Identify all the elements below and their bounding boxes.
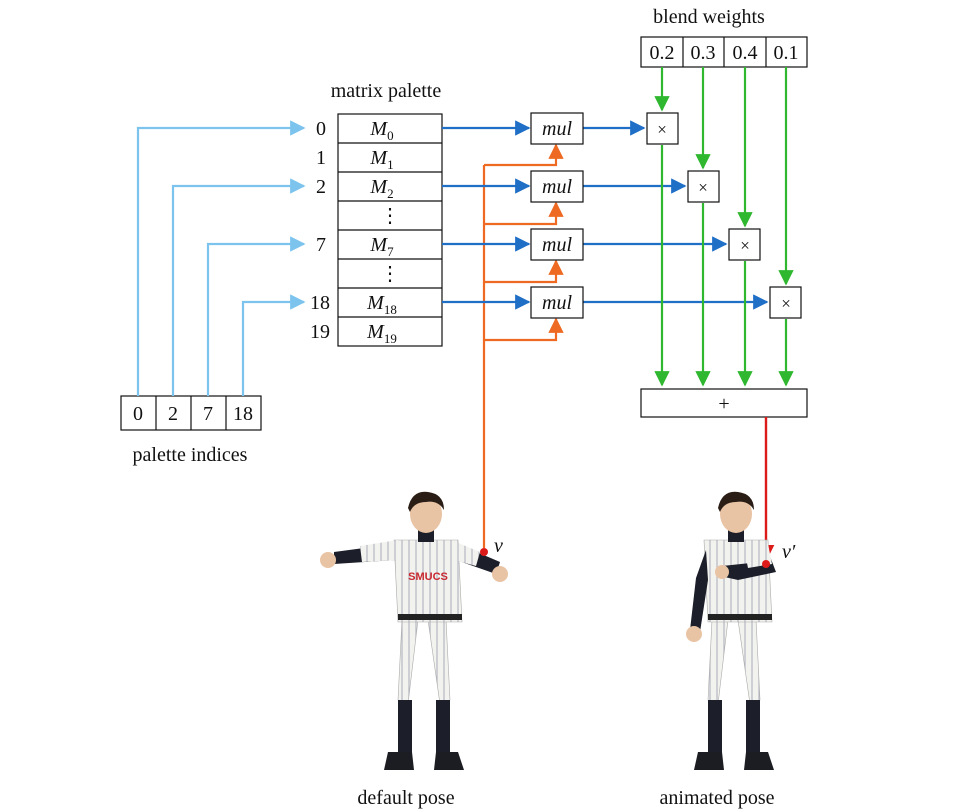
palette-indices-table: 0 2 7 18	[120, 395, 262, 431]
blend-weight-cell: 0.3	[691, 42, 716, 64]
sum-box: +	[640, 388, 808, 418]
baseball-player-tpose-figure: SMUCS	[320, 491, 508, 770]
vertex-arrow-mul-0	[484, 143, 564, 167]
mul-box: mul	[530, 170, 584, 203]
times-box: ×	[769, 286, 802, 319]
palette-matrix-label: M18	[366, 292, 397, 317]
vertex-prime-label: v′	[782, 541, 796, 563]
vertex-label: v	[494, 535, 503, 557]
index-arrow-7	[206, 236, 306, 396]
vertex-arrow-mul-2	[484, 201, 564, 226]
times-box: ×	[646, 112, 679, 145]
palette-index-cell: 18	[233, 403, 253, 425]
blend-weights-title: blend weights	[653, 6, 765, 28]
default-pose-label: default pose	[357, 787, 454, 809]
palette-ellipsis: ⋮	[380, 205, 400, 227]
svg-text:×: ×	[781, 294, 791, 313]
svg-text:SMUCS: SMUCS	[408, 571, 448, 583]
palette-matrix-label: M19	[366, 321, 397, 346]
palette-matrix-label: M2	[369, 176, 393, 201]
svg-text:mul: mul	[542, 234, 572, 256]
palette-index-cell: 7	[203, 403, 213, 425]
blend-weight-cell: 0.1	[774, 42, 799, 64]
index-arrow-2	[171, 178, 306, 396]
svg-text:×: ×	[698, 178, 708, 197]
palette-indices-title: palette indices	[133, 444, 248, 466]
vertex-arrow-mul-18	[484, 317, 564, 342]
palette-ellipsis: ⋮	[380, 263, 400, 285]
index-arrows	[136, 120, 306, 396]
matrix-palette-title: matrix palette	[331, 80, 442, 102]
svg-text:mul: mul	[542, 118, 572, 140]
palette-matrix-label: M1	[369, 147, 393, 172]
svg-text:mul: mul	[542, 176, 572, 198]
vertex-prime-dot	[762, 560, 770, 568]
times-box: ×	[728, 228, 761, 261]
palette-index-cell: 2	[168, 403, 178, 425]
palette-row-index: 18	[310, 292, 330, 314]
animated-pose-label: animated pose	[660, 787, 775, 809]
mul-box: mul	[530, 286, 584, 319]
svg-text:×: ×	[657, 120, 667, 139]
palette-matrix-label: M0	[369, 118, 393, 143]
svg-text:×: ×	[740, 236, 750, 255]
svg-text:mul: mul	[542, 292, 572, 314]
vertex-arrows	[482, 143, 564, 548]
blend-weight-cell: 0.2	[650, 42, 675, 64]
vertex-dot	[480, 548, 488, 556]
mul-box: mul	[530, 228, 584, 261]
index-arrow-18	[241, 294, 306, 396]
blend-weight-cell: 0.4	[733, 42, 758, 64]
palette-row-index: 7	[316, 234, 326, 256]
palette-row-index: 1	[316, 147, 326, 169]
svg-text:+: +	[718, 393, 729, 415]
palette-row-index: 0	[316, 118, 326, 140]
vertex-arrow-mul-7	[484, 259, 564, 284]
palette-row-index: 2	[316, 176, 326, 198]
baseball-player-animated-figure	[686, 491, 776, 770]
blend-weights-table: 0.2 0.3 0.4 0.1	[640, 36, 808, 68]
index-arrow-0	[136, 120, 306, 396]
weight-arrows	[654, 67, 794, 387]
mul-box: mul	[530, 112, 584, 145]
times-box: ×	[687, 170, 720, 203]
palette-index-cell: 0	[133, 403, 143, 425]
palette-matrix-label: M7	[369, 234, 394, 259]
matrix-palette-table: 0 M0 1 M1 2 M2 ⋮ 7 M7 ⋮ 18 M18 19 M19	[310, 113, 443, 347]
matrix-arrows	[442, 120, 769, 310]
palette-row-index: 19	[310, 321, 330, 343]
